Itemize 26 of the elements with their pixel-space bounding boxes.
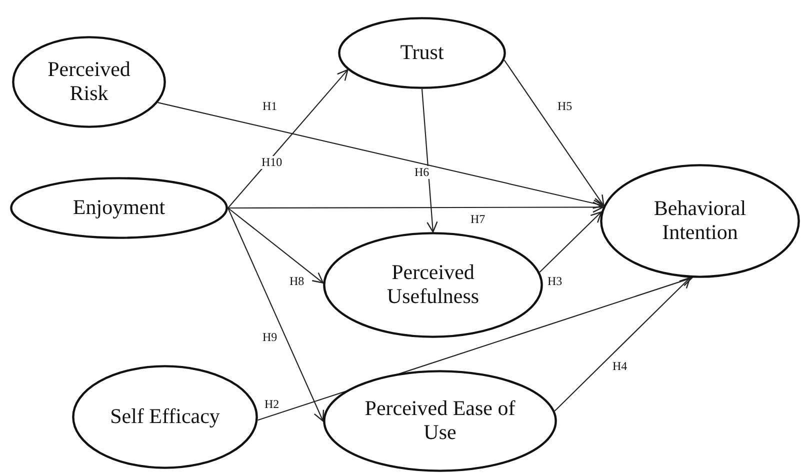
arrow xyxy=(504,60,604,206)
node-label: Perceived Risk xyxy=(46,58,132,106)
arrow xyxy=(158,102,604,209)
edge-label: H10 xyxy=(260,156,284,169)
arrow xyxy=(539,211,602,273)
edge-label: H3 xyxy=(546,275,564,288)
edge-label: H5 xyxy=(556,100,574,113)
arrow xyxy=(228,208,324,422)
node-label: Enjoyment xyxy=(72,196,166,220)
arrow xyxy=(554,277,691,412)
edge-label: H8 xyxy=(288,275,306,288)
arrow xyxy=(228,202,604,213)
node-label: Trust xyxy=(400,41,444,65)
node-label: Self Efficacy xyxy=(110,405,220,429)
arrow xyxy=(228,208,324,284)
edge-label: H7 xyxy=(470,213,486,226)
edge-label: H1 xyxy=(262,100,278,113)
node-label: Behavioral Intention xyxy=(652,197,748,245)
node-label: Perceived Ease of Use xyxy=(364,397,516,445)
arrow xyxy=(228,69,348,208)
node-label: Perceived Usefulness xyxy=(386,261,480,309)
edge-label: H6 xyxy=(414,166,430,179)
arrow xyxy=(421,88,438,233)
edge-label: H9 xyxy=(262,331,278,344)
edge-label: H4 xyxy=(612,360,628,373)
edge-label: H2 xyxy=(264,398,280,411)
